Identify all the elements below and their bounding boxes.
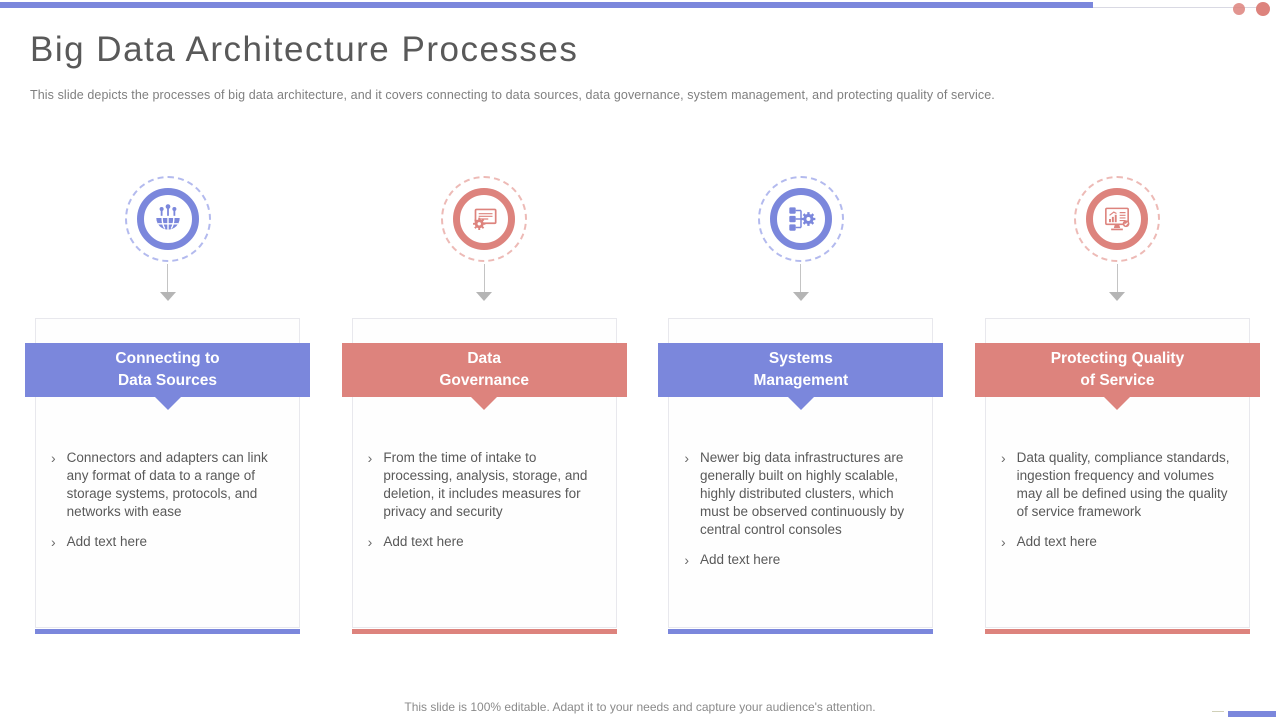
icon-ring (453, 188, 516, 250)
icon-badge (124, 176, 211, 262)
bullet-text: Add text here (383, 534, 464, 549)
chevron-bullet-icon: › (1000, 534, 1006, 550)
page-title: Big Data Architecture Processes (30, 30, 579, 69)
bullet-text: Data quality, compliance standards, inge… (1016, 450, 1230, 519)
bullet-text: From the time of intake to processing, a… (383, 450, 588, 519)
corner-dash-line (1212, 711, 1224, 712)
process-header: Connecting to Data Sources (25, 343, 310, 397)
icon-badge (757, 176, 844, 262)
bullet-item: › Connectors and adapters can link any f… (51, 449, 291, 521)
chevron-bullet-icon: › (684, 450, 689, 466)
chevron-bullet-icon: › (367, 450, 373, 466)
process-card: Systems Management › Newer big data infr… (658, 318, 944, 634)
bullet-item: › Newer big data infrastructures are gen… (684, 449, 924, 539)
icon-badge (1074, 176, 1161, 262)
process-card: Data Governance › From the time of intak… (341, 318, 627, 634)
column-connecting-to-data-sources: Connecting to Data Sources › Connectors … (25, 176, 310, 634)
chevron-bullet-icon: › (367, 534, 373, 550)
process-header: Data Governance (341, 343, 627, 397)
page-subtitle: This slide depicts the processes of big … (30, 88, 995, 102)
chevron-bullet-icon: › (1000, 450, 1006, 466)
chevron-bullet-icon: › (684, 552, 689, 568)
add-text-placeholder[interactable]: › Add text here (51, 533, 291, 551)
column-protecting-quality-of-service: Protecting Quality of Service › Data qua… (974, 176, 1260, 634)
top-accent-bar (0, 2, 1093, 8)
process-card: Connecting to Data Sources › Connectors … (25, 318, 310, 634)
icon-ring (136, 188, 199, 250)
certificate-gear-icon (467, 202, 501, 236)
arrow-down-icon (792, 292, 809, 301)
icon-ring (769, 188, 832, 250)
icon-ring (1086, 188, 1149, 250)
connector-line (1116, 264, 1118, 292)
process-card: Protecting Quality of Service › Data qua… (974, 318, 1260, 634)
bullet-text: Newer big data infrastructures are gener… (699, 450, 905, 537)
bullet-text: Add text here (66, 534, 147, 549)
add-text-placeholder[interactable]: › Add text here (368, 533, 608, 551)
connector-line (800, 264, 802, 292)
chevron-bullet-icon: › (51, 534, 56, 550)
card-accent-underline (668, 629, 934, 634)
corner-accent-bar (1228, 711, 1276, 717)
connector-line (167, 264, 168, 292)
process-columns: Connecting to Data Sources › Connectors … (0, 176, 1280, 634)
arrow-down-icon (1109, 292, 1126, 301)
bullet-list: › From the time of intake to processing,… (368, 449, 608, 563)
bullet-text: Add text here (1016, 534, 1097, 549)
arrow-down-icon (476, 292, 493, 301)
bullet-text: Connectors and adapters can link any for… (66, 450, 268, 519)
arrow-down-icon (159, 292, 176, 301)
card-accent-underline (984, 629, 1250, 634)
bullet-list: › Connectors and adapters can link any f… (51, 449, 291, 563)
add-text-placeholder[interactable]: › Add text here (1001, 533, 1241, 551)
bullet-list: › Data quality, compliance standards, in… (1001, 449, 1241, 563)
process-header: Protecting Quality of Service (974, 343, 1260, 397)
chevron-bullet-icon: › (51, 450, 56, 466)
editable-note: This slide is 100% editable. Adapt it to… (404, 700, 876, 714)
connector-line (483, 264, 485, 292)
bullet-list: › Newer big data infrastructures are gen… (684, 449, 924, 581)
add-text-placeholder[interactable]: › Add text here (684, 551, 924, 569)
decorative-dot (1256, 2, 1270, 16)
bullet-text: Add text here (699, 552, 781, 567)
column-systems-management: Systems Management › Newer big data infr… (658, 176, 944, 634)
card-accent-underline (351, 629, 617, 634)
card-accent-underline (35, 629, 300, 634)
globe-network-icon (151, 202, 185, 236)
bullet-item: › From the time of intake to processing,… (368, 449, 608, 521)
icon-badge (441, 176, 528, 262)
modules-gear-icon (784, 202, 818, 236)
bullet-item: › Data quality, compliance standards, in… (1001, 449, 1241, 521)
process-header: Systems Management (658, 343, 944, 397)
monitor-chart-icon (1100, 202, 1134, 236)
column-data-governance: Data Governance › From the time of intak… (341, 176, 627, 634)
decorative-dot (1233, 3, 1245, 15)
